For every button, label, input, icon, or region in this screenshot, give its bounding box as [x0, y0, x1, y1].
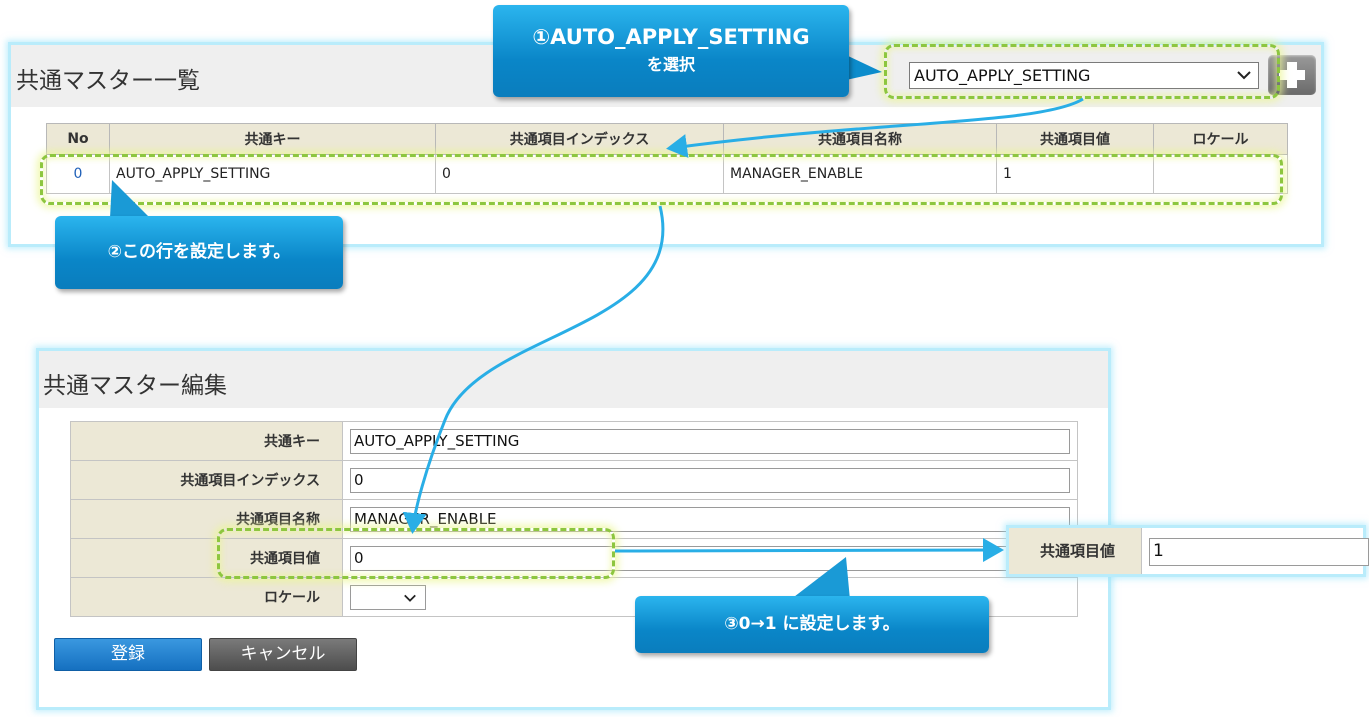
zoomed-value-field: 共通項目値 1	[1006, 525, 1369, 577]
callout-step1-line1: ①AUTO_APPLY_SETTING	[532, 25, 810, 49]
plus-icon	[1279, 62, 1305, 88]
row-locale-cell	[1153, 154, 1288, 194]
locale-label: ロケール	[70, 577, 343, 617]
column-header-index: 共通項目インデックス	[435, 123, 724, 155]
highlight-row	[40, 154, 1283, 205]
table-row[interactable]: 0 AUTO_APPLY_SETTING 0 MANAGER_ENABLE 1	[46, 154, 1288, 194]
callout-step1: ①AUTO_APPLY_SETTING を選択	[493, 5, 849, 97]
register-button[interactable]: 登録	[54, 638, 202, 671]
item-value-label: 共通項目値	[70, 538, 343, 578]
column-header-no: No	[46, 123, 110, 155]
master-key-select-value: AUTO_APPLY_SETTING	[914, 66, 1091, 85]
master-key-select[interactable]: AUTO_APPLY_SETTING	[909, 62, 1259, 89]
row-key-cell: AUTO_APPLY_SETTING	[109, 154, 436, 194]
column-header-name: 共通項目名称	[723, 123, 997, 155]
callout-step2: ②この行を設定します。	[55, 216, 343, 289]
item-index-input[interactable]: 0	[350, 467, 1070, 493]
add-button[interactable]	[1268, 55, 1316, 95]
callout-step2-text: ②この行を設定します。	[107, 242, 291, 262]
form-row-key: 共通キー AUTO_APPLY_SETTING	[70, 421, 1078, 461]
callout-step3: ③0→1 に設定します。	[635, 596, 989, 653]
table-header-row: No 共通キー 共通項目インデックス 共通項目名称 共通項目値 ロケール	[46, 123, 1288, 155]
list-panel-title: 共通マスター一覧	[16, 68, 200, 94]
callout-step1-line2: を選択	[646, 55, 695, 74]
cancel-button[interactable]: キャンセル	[209, 638, 357, 671]
callout-step3-text: ③0→1 に設定します。	[724, 614, 900, 634]
common-key-label: 共通キー	[70, 421, 343, 461]
zoomed-value-label: 共通項目値	[1009, 528, 1142, 574]
column-header-key: 共通キー	[109, 123, 436, 155]
item-name-label: 共通項目名称	[70, 499, 343, 539]
highlight-value-field	[217, 528, 615, 579]
common-key-input[interactable]: AUTO_APPLY_SETTING	[350, 428, 1070, 454]
row-index-cell: 0	[435, 154, 724, 194]
zoomed-value-input[interactable]: 1	[1149, 538, 1369, 566]
locale-select[interactable]	[350, 584, 426, 610]
row-name-cell: MANAGER_ENABLE	[723, 154, 997, 194]
form-row-index: 共通項目インデックス 0	[70, 460, 1078, 500]
chevron-down-icon	[1237, 71, 1251, 80]
column-header-locale: ロケール	[1153, 123, 1288, 155]
edit-form-table: 共通キー AUTO_APPLY_SETTING 共通項目インデックス 0 共通項…	[70, 421, 1078, 617]
row-no-link[interactable]: 0	[46, 154, 110, 194]
chevron-down-icon	[404, 594, 416, 602]
item-index-label: 共通項目インデックス	[70, 460, 343, 500]
column-header-value: 共通項目値	[996, 123, 1154, 155]
edit-panel-title: 共通マスター編集	[43, 373, 227, 399]
highlight-select	[884, 44, 1280, 99]
